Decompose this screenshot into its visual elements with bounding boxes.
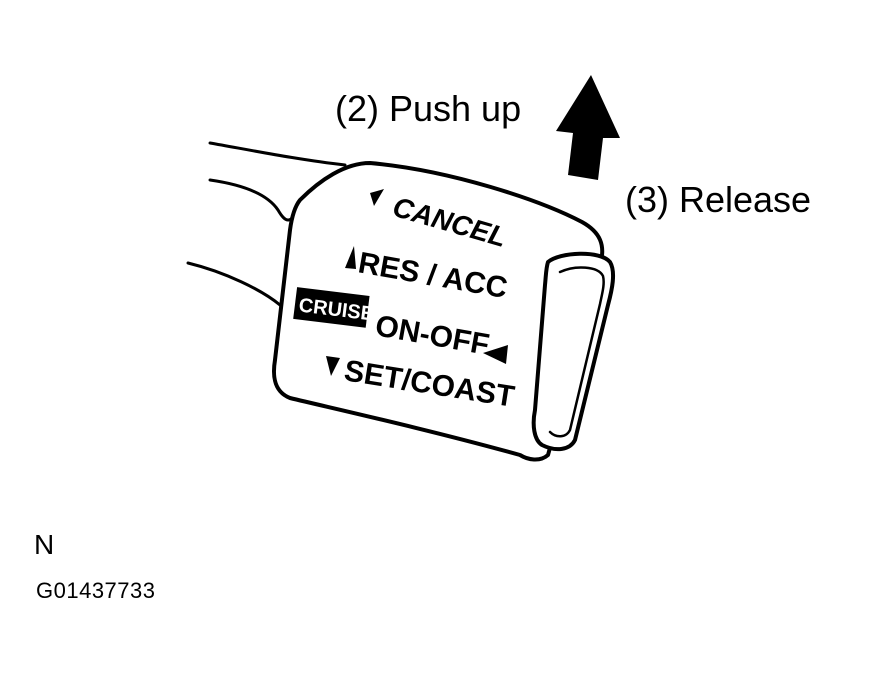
release-callout: (3) Release [625,179,811,220]
push-up-callout: (2) Push up [335,88,521,129]
triangle-up-icon [345,246,356,269]
triangle-left-icon [483,345,508,364]
view-code-label: N [34,529,55,560]
triangle-down-icon [326,356,340,376]
figure-id-label: G01437733 [36,578,156,603]
lever-end-cap [531,251,616,452]
triangle-down-left-icon [370,189,384,206]
cruise-badge: CRUISE [293,287,375,328]
arrow-up-icon [556,75,620,180]
lever-head [271,161,616,462]
